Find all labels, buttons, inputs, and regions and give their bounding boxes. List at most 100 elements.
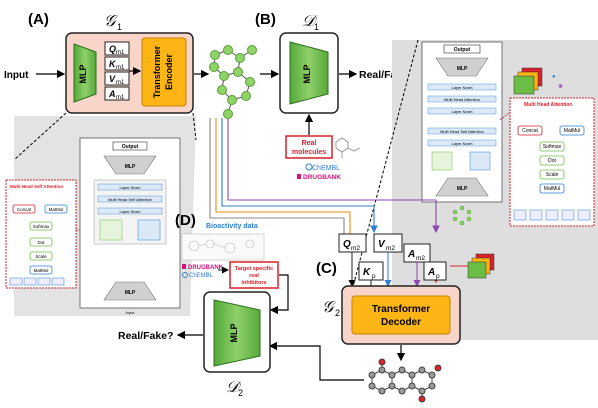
inset-c-mha-title: Multi Head Attention: [524, 102, 572, 108]
inset-a-mhsa: Multi Head Self Attention: [108, 197, 152, 202]
svg-text:K: K: [363, 267, 371, 278]
inset-a-input: Input: [126, 310, 136, 315]
svg-text:V: V: [109, 74, 116, 84]
connector-purple: [227, 118, 440, 234]
g2-a-box: A m2: [403, 243, 431, 263]
svg-text:m2: m2: [386, 245, 395, 252]
svg-text:K: K: [109, 59, 117, 69]
svg-text:Q: Q: [343, 239, 351, 250]
svg-text:m1: m1: [116, 50, 125, 56]
inset-c-mlp-top: MLP: [457, 66, 468, 72]
drugbank-logo-b: DRUGBANK: [303, 174, 341, 181]
sample-molecule-icon: [335, 137, 361, 158]
inset-c-layernorm-1: Layer Norm: [452, 85, 474, 90]
encoder-label-2: Encoder: [164, 54, 174, 91]
drugbank-icon-d: [182, 264, 186, 269]
chembl-logo-d: ChEMBL: [189, 273, 214, 279]
g2-k-box: K p: [358, 261, 384, 281]
svg-text:p: p: [436, 273, 440, 280]
g2-v-box: V m2: [373, 233, 403, 253]
inset-a-graph-thumb: [99, 219, 123, 241]
g1-input-label: Input: [4, 70, 29, 81]
inset-c-layernorm-2: Layer Norm: [452, 109, 474, 114]
chembl-icon-d: [182, 272, 188, 278]
inset-a-dot: Dot: [37, 240, 45, 245]
transformer-decoder-block: [351, 295, 451, 335]
g2-q-box: Q m2: [338, 233, 367, 253]
inset-c-dot: Dot: [548, 158, 556, 164]
d2-symbol: 𝒟 2: [226, 379, 243, 398]
inset-a-matrix-thumb: [137, 219, 161, 241]
g1-qkva-stack: Q K V A m1 m1 m1 m1: [104, 41, 130, 101]
connector-blue: [221, 118, 378, 234]
chembl-icon: [305, 163, 313, 171]
svg-text:Q: Q: [109, 44, 116, 54]
inset-a-mlp-top: MLP: [125, 164, 136, 170]
inset-a-output: Output: [122, 144, 139, 150]
svg-text:𝒢: 𝒢: [322, 299, 336, 316]
chembl-logo-b: ChEMBL: [312, 165, 340, 172]
d1-mlp-block: [289, 41, 329, 105]
svg-text:m1: m1: [116, 95, 125, 101]
svg-text:1: 1: [314, 22, 319, 32]
drugbank-logo-d: DRUGBANK: [188, 265, 224, 271]
svg-text:2: 2: [335, 308, 340, 318]
inset-c-output: Output: [454, 47, 471, 53]
d2-output-label: Real/Fake?: [118, 330, 173, 342]
target-line2: real: [249, 273, 259, 279]
inset-a-layernorm-2: Layer Norm: [120, 209, 142, 214]
bioactivity-title: Bioactivity data: [206, 223, 258, 230]
connector-gray: [209, 118, 345, 248]
connector-orange: [215, 118, 354, 250]
inset-a-mha-title: Multi Head Self Attention: [10, 184, 63, 189]
target-line1: Target specific: [235, 266, 273, 272]
inset-c-concat: Concat: [522, 128, 538, 134]
svg-text:m2: m2: [416, 255, 425, 262]
g2-ap-box: A p: [423, 261, 447, 281]
svg-text:2: 2: [238, 388, 243, 398]
bioactivity-thumbnail: [181, 233, 265, 261]
svg-text:A: A: [427, 267, 435, 278]
protein-db-logos: ● ❀: [552, 74, 563, 90]
inset-c-mlp-bottom: MLP: [457, 186, 468, 192]
inset-c-matmul: MatMul: [564, 128, 580, 134]
g1-mlp-block: [73, 43, 97, 103]
inset-a-mlp-bottom: MLP: [125, 290, 136, 296]
inset-a-concat: Concat: [17, 207, 32, 212]
svg-text:𝒟: 𝒟: [302, 13, 318, 30]
panel-c-label: (C): [316, 260, 337, 277]
svg-text:A: A: [407, 249, 415, 260]
inset-a-scale: Scale: [35, 254, 47, 259]
inset-c-matmul-2: MatMul: [544, 186, 560, 192]
inset-a-attention-box: [5, 179, 77, 289]
svg-text:V: V: [378, 239, 386, 250]
svg-text:𝒢: 𝒢: [104, 13, 118, 30]
inset-c-mhsa: Multi Head Self Attention: [440, 129, 484, 134]
d2-mlp-label: MLP: [229, 324, 239, 343]
panel-d-label: (D): [175, 212, 196, 229]
inset-c-layernorm-3: Layer Norm: [452, 141, 474, 146]
generated-molecule: [368, 358, 442, 403]
real-molecules-line1: Real: [302, 140, 317, 147]
svg-text:1: 1: [117, 22, 122, 32]
panel-a-label: (A): [28, 11, 49, 28]
decoder-label-1: Transformer: [372, 304, 430, 315]
svg-text:●: ●: [552, 74, 556, 80]
protein-matrix-icon-2: [467, 253, 495, 279]
svg-text:m1: m1: [116, 65, 125, 71]
g2-symbol: 𝒢 2: [322, 299, 340, 318]
d1-mlp-label: MLP: [302, 65, 312, 84]
svg-text:m1: m1: [116, 80, 125, 86]
svg-text:𝒟: 𝒟: [226, 379, 242, 396]
inset-c-graph-thumb: [431, 151, 453, 171]
d1-symbol: 𝒟 1: [302, 13, 319, 32]
protein-matrix-icon: [513, 67, 543, 95]
g1-mlp-label: MLP: [78, 65, 88, 84]
svg-text:p: p: [372, 273, 376, 280]
decoder-label-2: Decoder: [381, 317, 421, 328]
inset-a-matmul: MatMul: [49, 207, 64, 212]
panel-b-label: (B): [255, 11, 276, 28]
inset-a-matmul-2: MatMul: [34, 268, 49, 273]
inset-c-softmax: Softmax: [543, 144, 562, 150]
